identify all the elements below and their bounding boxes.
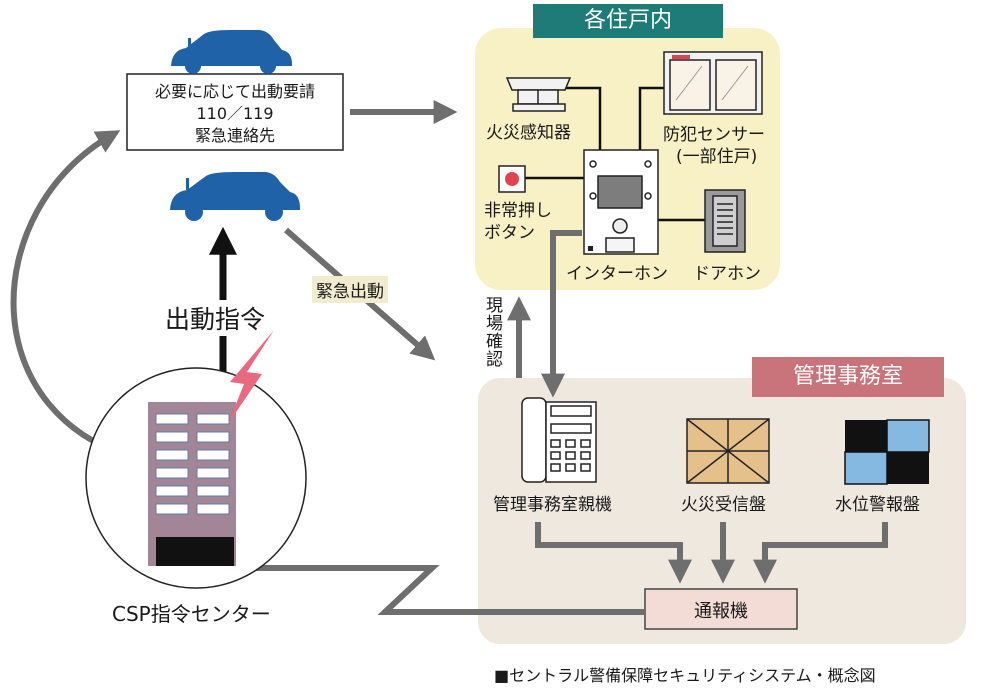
dispatch-box-line2: 110／119 xyxy=(196,104,274,123)
residence-wiring xyxy=(525,86,705,222)
emergency-button-label-1: 非常押し xyxy=(484,201,552,221)
csp-to-dispatch-curve xyxy=(10,130,149,465)
lightning-icon xyxy=(228,330,274,424)
emergency-button-icon xyxy=(498,165,526,193)
master-unit-label: 管理事務室親機 xyxy=(493,495,612,515)
emergency-button-label-2: ボタン xyxy=(484,223,535,243)
intercom-icon xyxy=(583,149,659,255)
dispatch-order-label: 出動指令 xyxy=(162,300,269,336)
management-header xyxy=(752,357,944,397)
management-title: 管理事務室 xyxy=(792,364,903,389)
water-panel-label: 水位警報盤 xyxy=(835,495,920,515)
dispatch-request-box xyxy=(126,73,344,151)
emergency-dispatch-label: 緊急出動 xyxy=(312,276,388,303)
panel-to-reporter-arrows xyxy=(535,522,888,584)
water-panel-icon xyxy=(844,419,930,485)
fire-panel-icon xyxy=(686,418,770,484)
intercom-label: インターホン xyxy=(566,264,668,284)
fire-sensor-label: 火災感知器 xyxy=(486,123,571,143)
residence-header xyxy=(533,4,723,38)
reporter-box xyxy=(644,588,798,630)
master-unit-icon xyxy=(521,397,597,483)
dispatch-box-line3: 緊急連絡先 xyxy=(194,126,275,145)
management-panel xyxy=(478,378,966,644)
residence-title: 各住戸内 xyxy=(583,8,672,33)
reporter-label: 通報機 xyxy=(694,601,748,622)
fire-panel-label: 火災受信盤 xyxy=(681,495,766,515)
door-phone-label: ドアホン xyxy=(693,264,761,284)
building-icon xyxy=(148,402,236,566)
csp-to-reporter-line xyxy=(210,565,645,615)
site-check-label: 現場確認 xyxy=(482,296,502,368)
caption: ■セントラル警備保障セキュリティシステム・概念図 xyxy=(494,666,876,685)
security-sensor-label: 防犯センサー xyxy=(663,125,765,145)
fire-sensor-icon xyxy=(505,77,572,112)
dispatch-box-line1: 必要に応じて出動要請 xyxy=(154,82,315,101)
intercom-to-master-arrow xyxy=(541,230,582,398)
security-sensor-note: (一部住戸) xyxy=(676,147,758,167)
security-sensor-icon xyxy=(663,51,763,115)
car-icon-middle xyxy=(170,172,300,221)
car-icon-top xyxy=(171,30,292,74)
door-phone-icon xyxy=(704,189,746,253)
csp-center-label: CSP指令センター xyxy=(112,602,271,626)
